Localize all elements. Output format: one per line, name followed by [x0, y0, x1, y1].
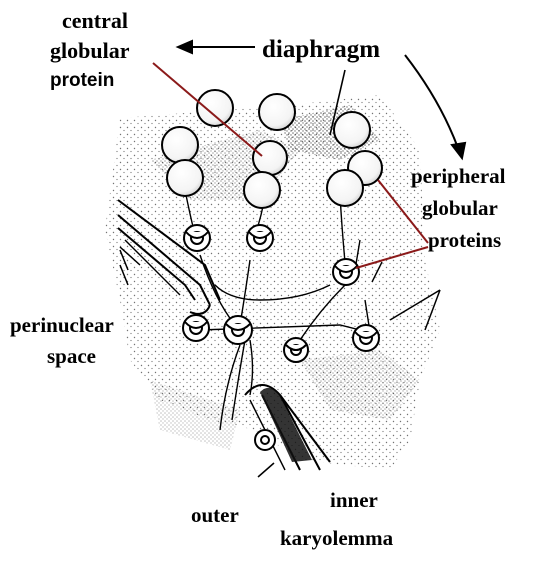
label-proteins: proteins	[428, 230, 501, 251]
outer-pointer	[258, 463, 274, 477]
knot-protein-5	[224, 316, 252, 344]
knot-protein-3	[333, 259, 359, 285]
label-outer: outer	[191, 505, 239, 526]
ball-7	[244, 172, 280, 208]
label-space: space	[47, 346, 96, 367]
ball-9	[327, 170, 363, 206]
label-globular-central: globular	[50, 40, 129, 62]
label-peripheral: peripheral	[411, 166, 506, 187]
label-perinuclear: perinuclear	[10, 315, 114, 336]
knot-protein-8	[255, 430, 275, 450]
knot-protein-7	[353, 325, 379, 351]
label-inner: inner	[330, 490, 378, 511]
ball-5	[167, 160, 203, 196]
label-diaphragm: diaphragm	[262, 37, 380, 62]
arrow-right-head	[452, 143, 465, 158]
ball-3	[259, 94, 295, 130]
arrow-right-line	[405, 55, 458, 148]
ball-4	[334, 112, 370, 148]
label-globular-peripheral: globular	[422, 198, 498, 219]
label-karyolemma: karyolemma	[280, 528, 393, 549]
label-central: central	[62, 10, 128, 32]
ball-6	[253, 141, 287, 175]
knot-protein-6	[284, 338, 308, 362]
knot-protein-2	[247, 225, 273, 251]
ball-1	[162, 127, 198, 163]
ball-2	[197, 90, 233, 126]
knot-protein-4	[183, 315, 209, 341]
knot-protein-1	[184, 225, 210, 251]
arrow-left-head	[178, 41, 192, 53]
label-protein: protein	[50, 71, 114, 90]
